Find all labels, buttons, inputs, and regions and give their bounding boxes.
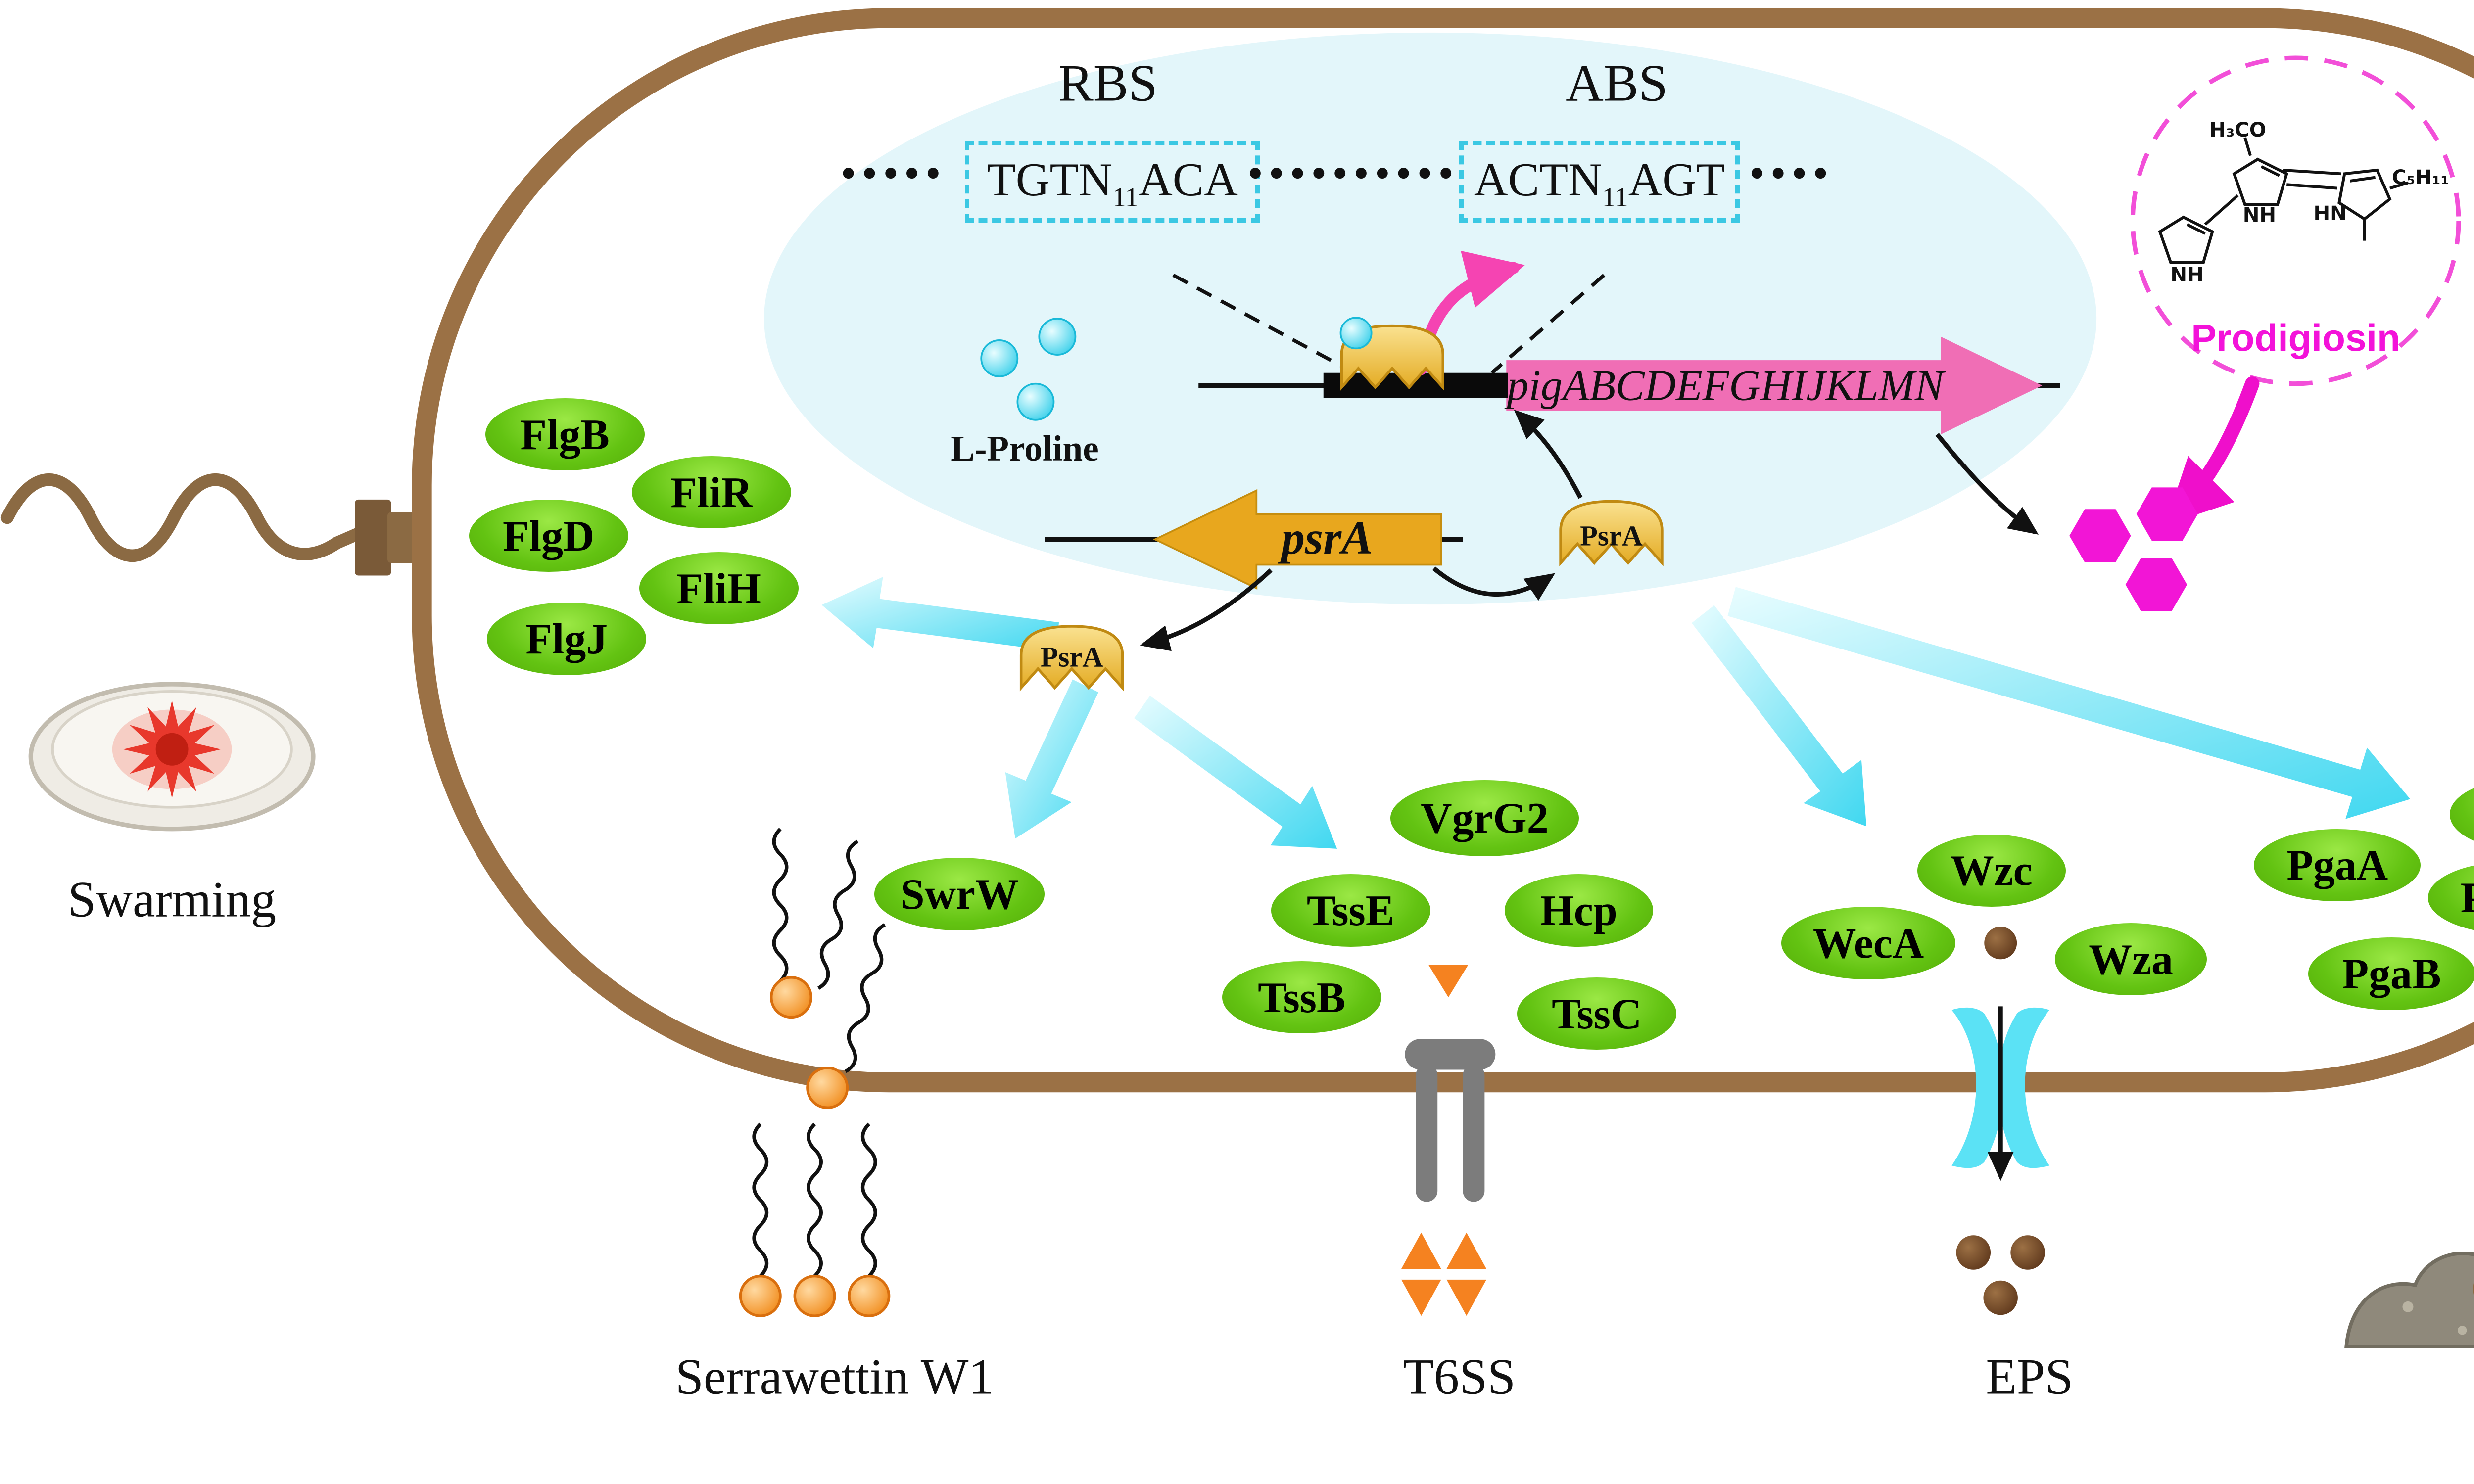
- protein-pgaa: PgaA: [2254, 829, 2421, 902]
- psrA-gene-to-protein-left-arrow: [1140, 568, 1273, 651]
- protein-hcp: Hcp: [1504, 874, 1653, 947]
- chem-nh-label: NH: [2170, 264, 2204, 287]
- dna-dots-left: •••••: [841, 151, 948, 196]
- protein-wza: Wza: [2054, 923, 2207, 996]
- protein-swrw: SwrW: [874, 858, 1045, 930]
- prodigiosin-structure: [2158, 137, 2409, 264]
- regulation-arrows: [815, 570, 2417, 853]
- psrA-to-promoter-arrow: [1514, 410, 1583, 499]
- proline-bound-dot: [1339, 317, 1373, 350]
- protein-flgj: FlgJ: [487, 603, 647, 675]
- eps-export-channel: [1951, 927, 2049, 1315]
- protein-flih: FliH: [639, 552, 799, 625]
- dna-dots-mid: ••••••••••: [1248, 151, 1460, 196]
- chem-h3co-label: H₃CO: [2209, 119, 2267, 142]
- protein-wzc: Wzc: [1917, 834, 2066, 907]
- serrawettin-label: Serrawettin W1: [675, 1349, 994, 1405]
- pig-operon-arrow: [1506, 336, 2043, 435]
- rbs-label: RBS: [1058, 53, 1158, 112]
- swarming-label: Swarming: [68, 872, 277, 928]
- rbs-sequence-box: TGTN11ACA: [965, 141, 1260, 223]
- protein-pgab: PgaB: [2308, 937, 2474, 1010]
- protein-tssb: TssB: [1222, 961, 1381, 1034]
- rbs-sequence: TGTN11ACA: [987, 153, 1238, 213]
- flagellum: [0, 473, 438, 576]
- arrow-to-biofilm-genes: [1723, 582, 2417, 825]
- abs-sequence: ACTN11AGT: [1474, 153, 1725, 213]
- eps-label: EPS: [1986, 1349, 2073, 1405]
- l-proline-label: L-Proline: [951, 428, 1099, 469]
- swarming-dish-icon: [28, 682, 316, 832]
- prodigiosin-label: Prodigiosin: [2191, 317, 2400, 360]
- protein-flgd: FlgD: [469, 499, 628, 572]
- psrA-protein-left-label: PsrA: [1040, 641, 1103, 673]
- arrow-to-t6ss: [1129, 691, 1343, 853]
- serrawettin-micelles: [739, 829, 891, 1317]
- rbs-binding-line: [1172, 273, 1355, 374]
- operon-to-prodigiosin-arrow: [1935, 433, 2039, 535]
- t6ss-apparatus: [1401, 965, 1496, 1316]
- protein-flir: FliR: [631, 456, 791, 529]
- chem-c5h11-label: C₅H₁₁: [2392, 166, 2450, 189]
- protein-weca: WecA: [1781, 907, 1955, 979]
- prodigiosin-circle: [2130, 55, 2461, 386]
- abs-sequence-box: ACTN11AGT: [1459, 141, 1740, 223]
- protein-tssc: TssC: [1517, 977, 1677, 1050]
- pig-operon-label: pigABCDEFGHIJKLMN: [1507, 361, 1944, 410]
- dna-dots-right: ••••: [1750, 151, 1835, 196]
- abs-binding-line: [1490, 274, 1606, 374]
- arrow-to-eps: [1686, 600, 1871, 832]
- t6ss-label: T6SS: [1403, 1349, 1516, 1405]
- cytoplasm-cloud: [764, 32, 2097, 605]
- psrA-protein-label: PsrA: [1580, 519, 1643, 552]
- psrA-gene-label: psrA: [1281, 511, 1373, 564]
- l-proline-dots: [980, 318, 1077, 421]
- abs-label: ABS: [1566, 53, 1668, 112]
- protein-vgrg2: VgrG2: [1390, 780, 1579, 856]
- chem-nh-label: NH: [2242, 204, 2277, 227]
- psrA-gene-to-protein-arrow: [1432, 566, 1556, 601]
- protein-flgb: FlgB: [485, 398, 645, 471]
- protein-tsse: TssE: [1271, 874, 1430, 947]
- biofilm-mass: [2344, 1249, 2474, 1348]
- prodigiosin-hexagons: [2069, 487, 2198, 611]
- arrow-to-swrW: [1000, 674, 1103, 845]
- chem-hn-label: HN: [2313, 202, 2347, 225]
